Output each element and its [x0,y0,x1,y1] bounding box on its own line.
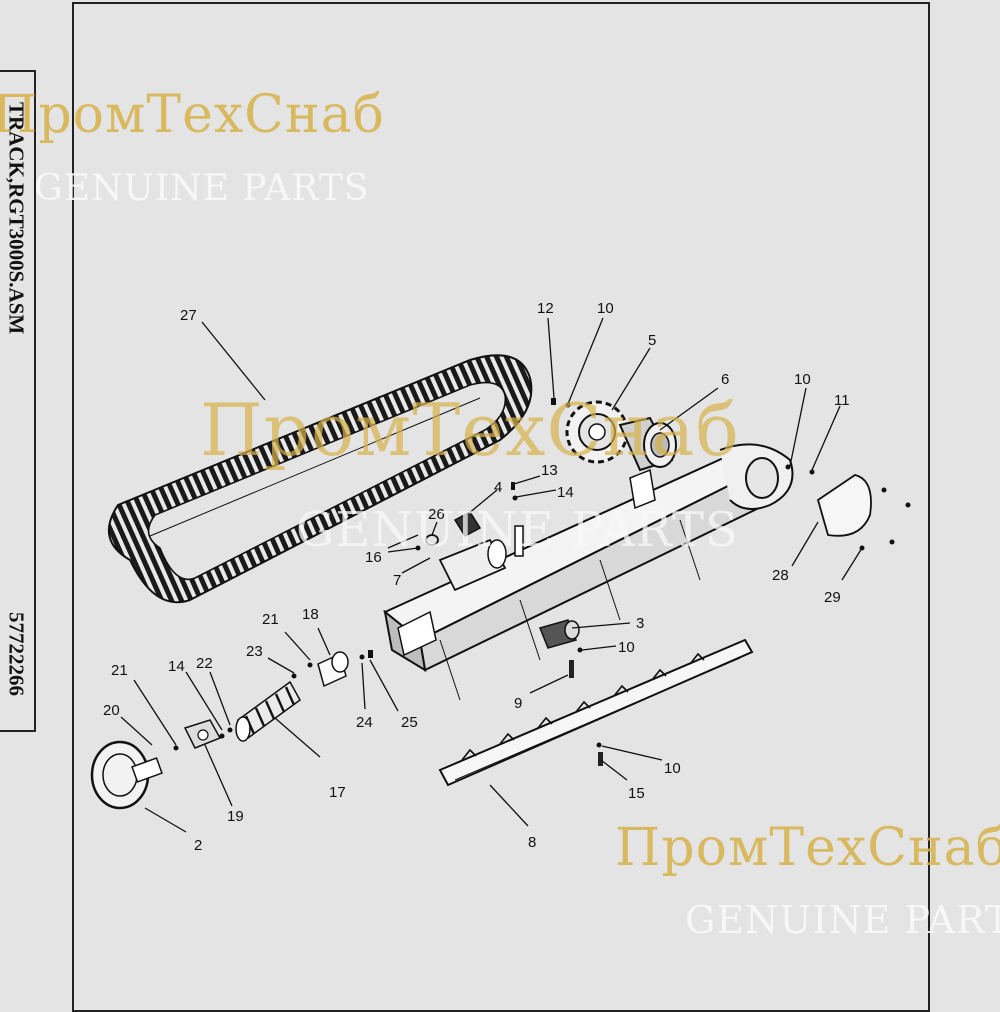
part-number-label: 57722266 [4,612,29,696]
callout-17: 17 [329,784,346,801]
roller-axle [538,619,580,649]
callout-14: 14 [168,658,185,675]
callout-21: 21 [111,662,128,679]
callout-8: 8 [528,834,536,851]
callout-26: 26 [428,506,445,523]
callout-7: 7 [393,572,401,589]
drive-sprocket [565,400,629,464]
idler-yoke [183,719,222,749]
callout-4: 4 [494,479,502,496]
callout-3: 3 [636,615,644,632]
small-hardware [173,398,815,751]
callout-24: 24 [356,714,373,731]
drive-motor [618,416,677,472]
callout-20: 20 [103,702,120,719]
callout-5: 5 [648,332,656,349]
guide-bolt [598,752,603,766]
callout-13: 13 [541,462,558,479]
callout-23: 23 [246,643,263,660]
title-block: TRACK,RGT3000S.ASM 57722266 [0,70,36,732]
callout-10: 10 [794,371,811,388]
callout-14: 14 [557,484,574,501]
track-guide [438,638,754,787]
cover-plate [816,474,872,537]
o-ring [425,534,439,546]
callout-10: 10 [597,300,614,317]
callout-10: 10 [664,760,681,777]
callout-numbers: 27 12 10 5 6 10 11 13 14 4 26 16 7 28 29… [103,300,850,854]
idler-wheel [90,740,163,810]
callout-2: 2 [194,837,202,854]
callout-25: 25 [401,714,418,731]
callout-21: 21 [262,611,279,628]
callout-16: 16 [365,549,382,566]
pin [569,660,574,678]
rubber-track [108,354,533,604]
bushing [317,651,349,688]
callout-12: 12 [537,300,554,317]
callout-28: 28 [772,567,789,584]
callout-6: 6 [721,371,729,388]
callout-22: 22 [196,655,213,672]
callout-9: 9 [514,695,522,712]
track-frame [383,443,794,701]
tension-cylinder [438,538,507,592]
callout-27: 27 [180,307,197,324]
assembly-name-label: TRACK,RGT3000S.ASM [4,102,29,335]
callout-18: 18 [302,606,319,623]
tension-spring [235,680,301,742]
leader-lines [120,317,863,833]
callout-15: 15 [628,785,645,802]
callout-11: 11 [834,392,850,409]
callout-10: 10 [618,639,635,656]
callout-19: 19 [227,808,244,825]
callout-29: 29 [824,589,841,606]
grease-fitting [453,511,482,537]
